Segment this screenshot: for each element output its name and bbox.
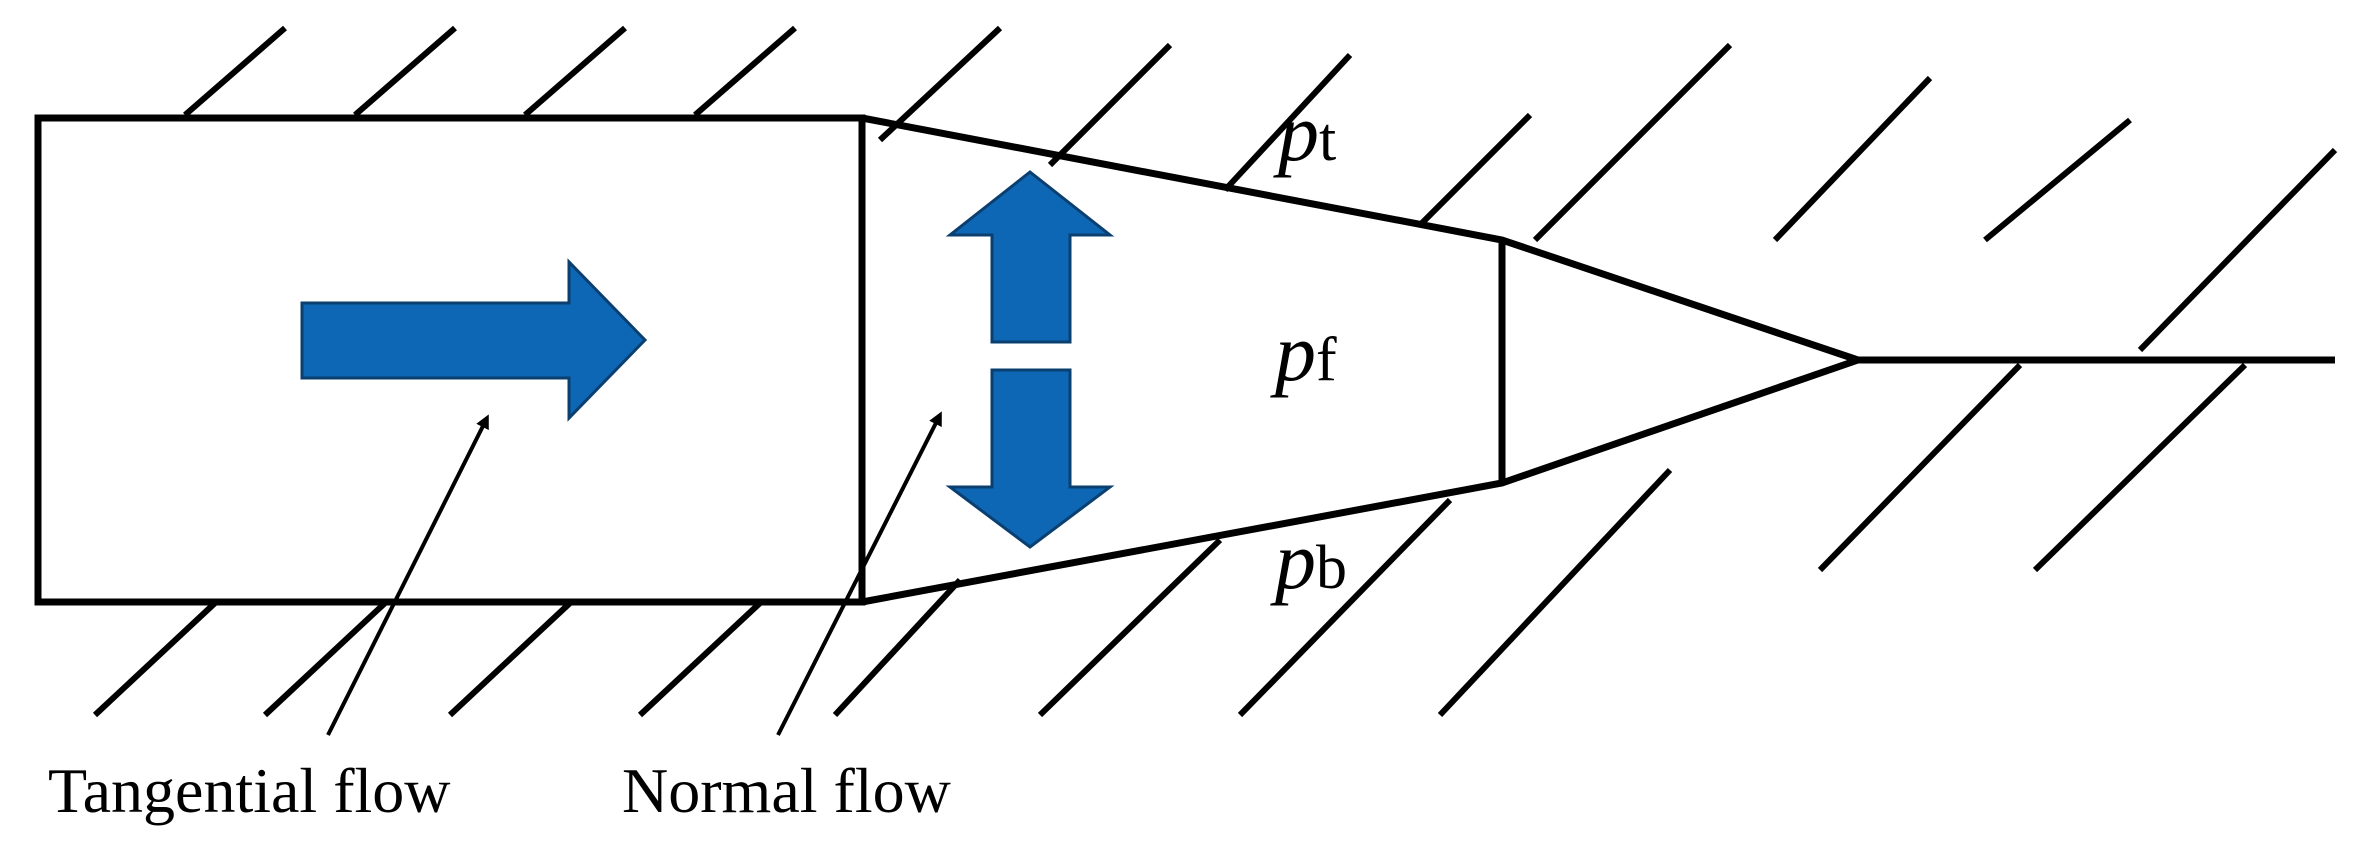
label-p-b: pb — [1270, 515, 1347, 606]
tangential-flow-arrow — [300, 258, 648, 422]
normal-pointer — [776, 411, 942, 736]
pointer-arrows — [326, 411, 942, 736]
bore-rectangle — [34, 114, 866, 606]
normal-flow-down-arrow — [945, 368, 1115, 549]
label-p-t: pt — [1273, 87, 1336, 178]
label-p-f: pf — [1270, 307, 1337, 398]
crack-geometry — [34, 114, 2335, 606]
bottom-wall-hatching — [92, 362, 2248, 718]
caption-normal-flow: Normal flow — [622, 755, 951, 826]
tangential-pointer — [326, 414, 489, 736]
top-wall-hatching — [183, 25, 2338, 353]
caption-tangential-flow: Tangential flow — [48, 755, 451, 826]
normal-flow-up-arrow — [945, 170, 1115, 344]
